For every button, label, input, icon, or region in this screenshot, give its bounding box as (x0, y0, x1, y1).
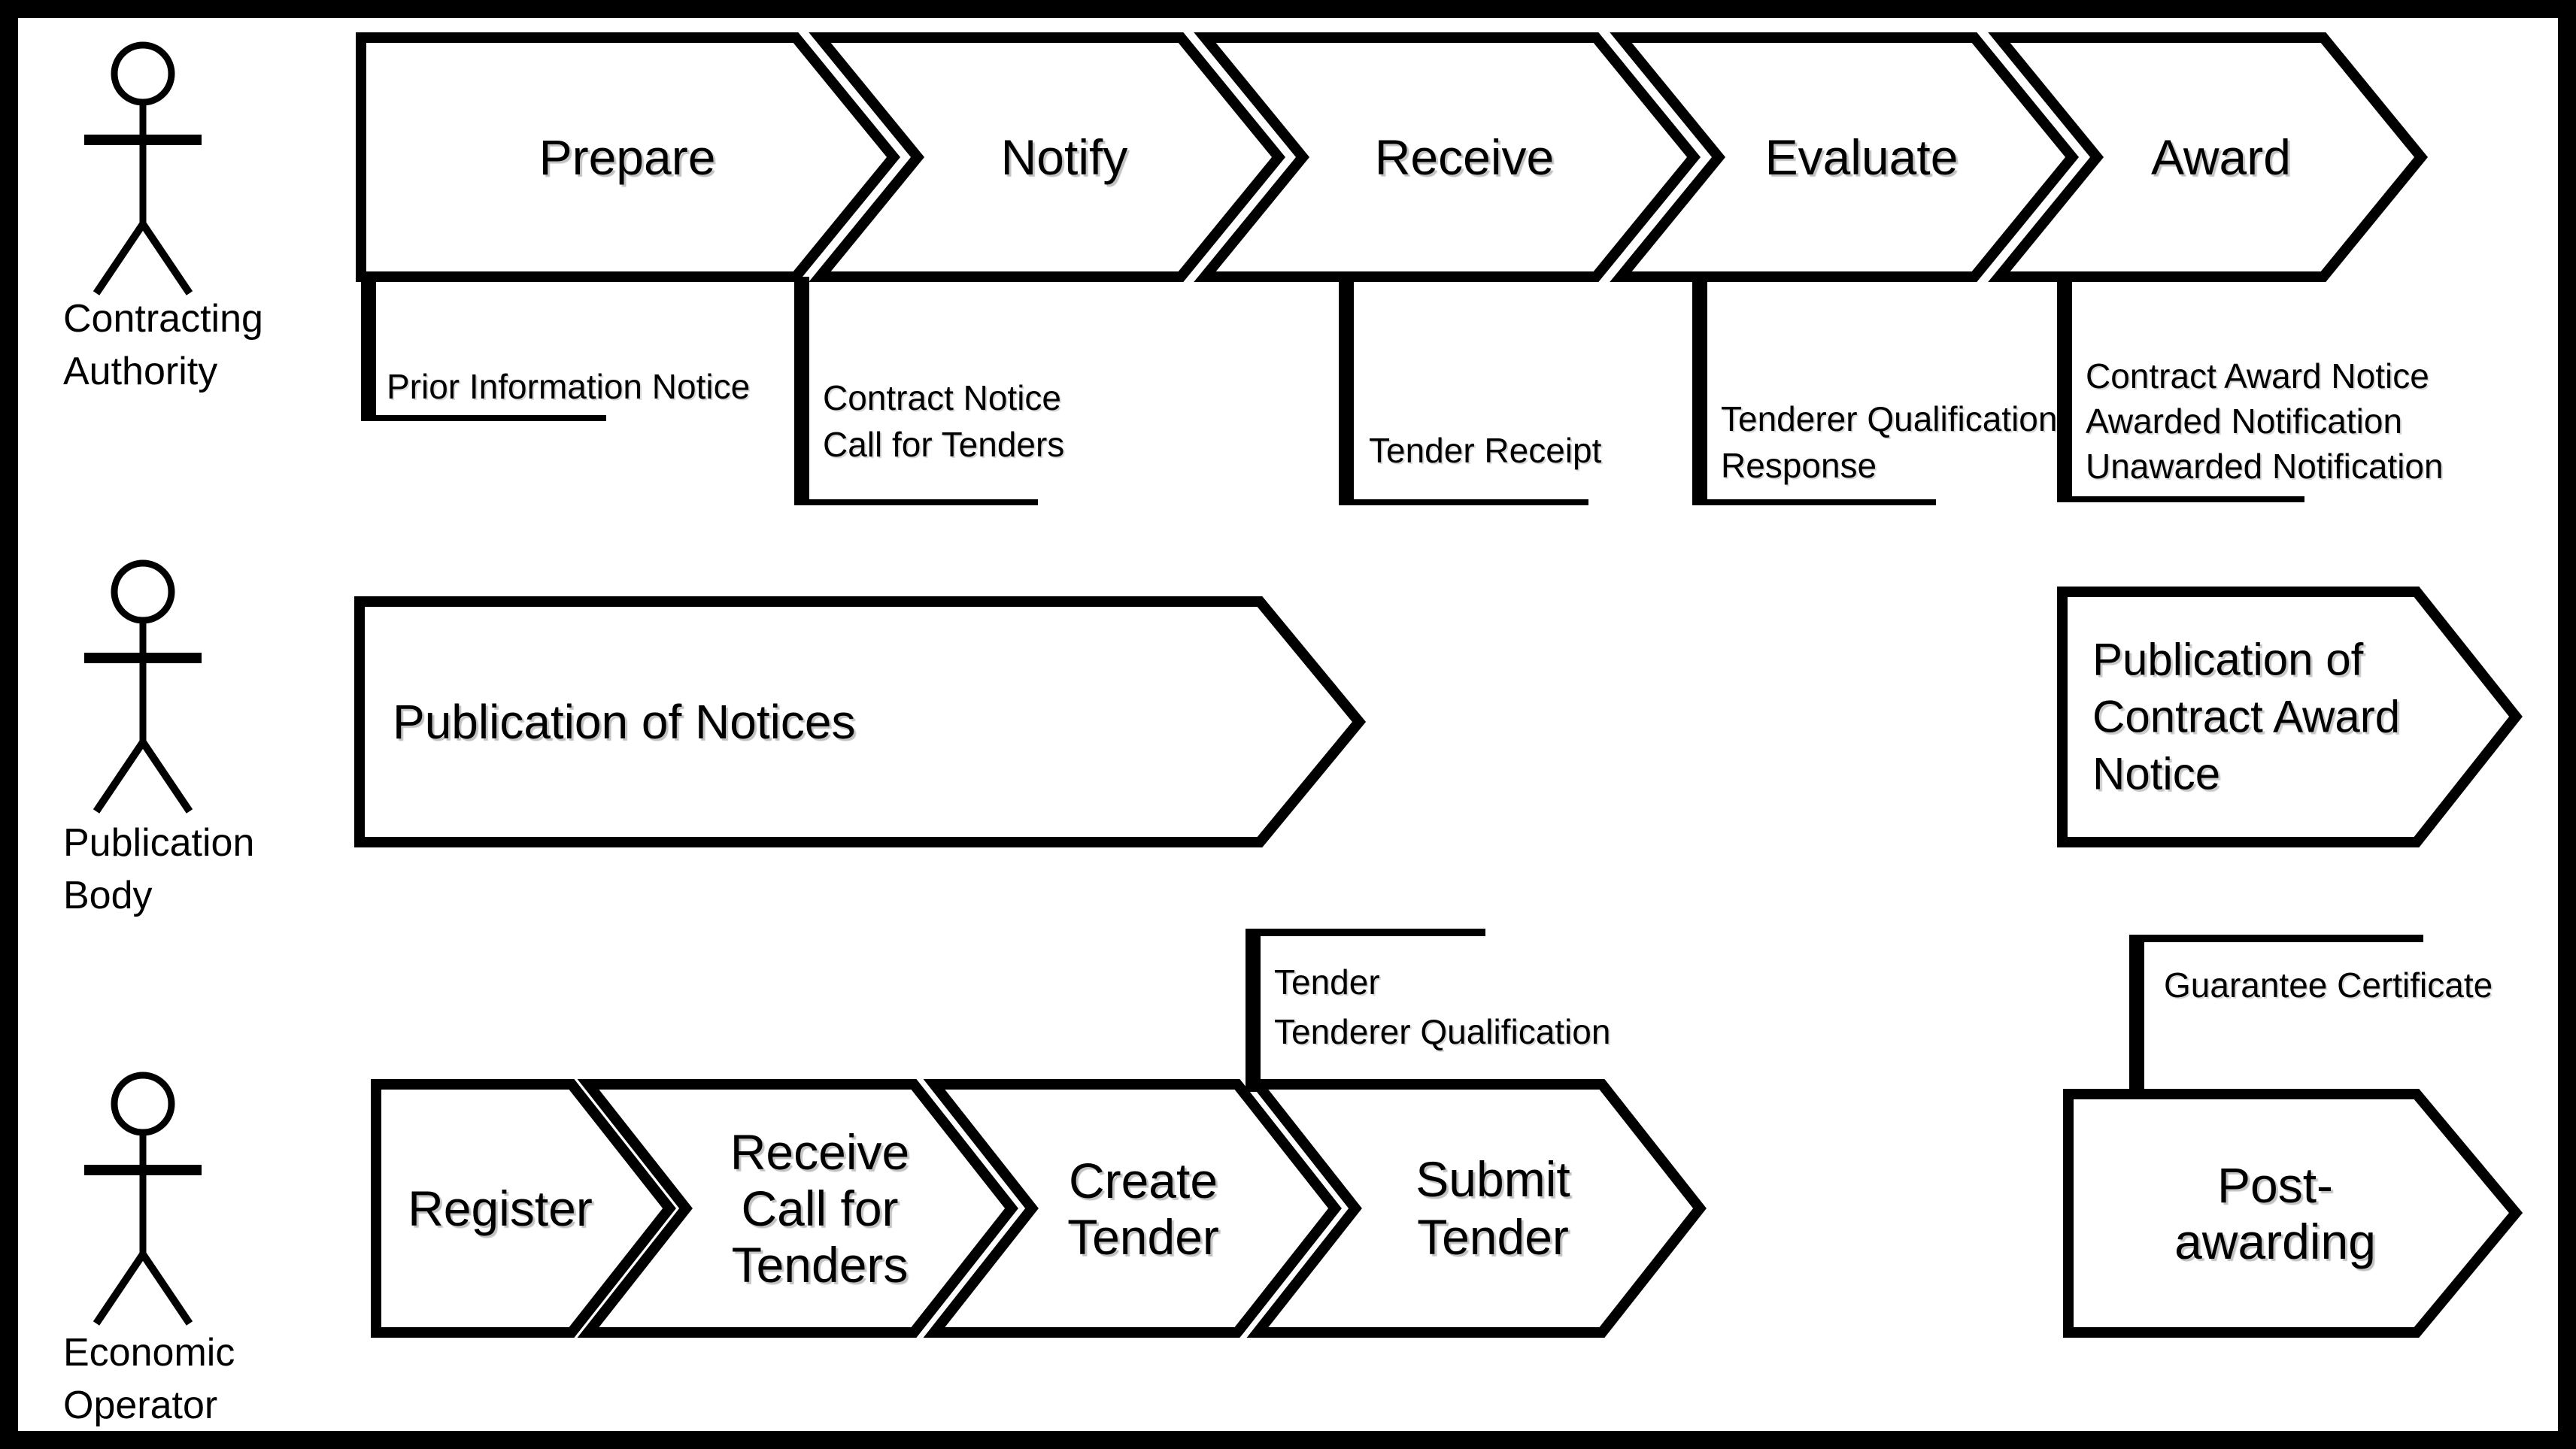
phase-label-line: Submit (1415, 1151, 1570, 1207)
phase-chevron-receive (1194, 32, 1701, 282)
phase-label: Evaluate (1765, 129, 1959, 185)
phase-chevron-post-awarding (2063, 1089, 2523, 1338)
phase-chevron-receive-call-for-tenders (577, 1079, 1018, 1338)
actor-label-line: Body (63, 874, 153, 917)
actor-label-line: Publication (63, 821, 254, 865)
document-callout-tender-tenderer-qualification: Tender Tenderer Qualification (1246, 929, 1610, 1092)
process-chevron-publication-of-contract-award-notice (2057, 587, 2523, 847)
document-callout-prior-information-notice: Prior Information Notice (361, 277, 750, 421)
document-label-line: Contract Award Notice (2086, 356, 2429, 396)
document-callout-contract-award-notice: Contract Award Notice Awarded Notificati… (2057, 277, 2444, 502)
phase-chevron-award (1988, 32, 2429, 282)
document-label-line: Prior Information Notice (387, 367, 750, 406)
phase-label-line: Tenders (732, 1237, 909, 1293)
document-label-line: Awarded Notification (2086, 402, 2402, 441)
document-label-line: Tenderer Qualification (1274, 1012, 1610, 1051)
document-label-line: Unawarded Notification (2086, 447, 2444, 486)
phase-label-line: Post- (2217, 1157, 2333, 1213)
phase-label: Receive (1375, 129, 1554, 185)
phase-label: Prepare (539, 129, 716, 185)
process-chevron-publication-of-notices (354, 596, 1367, 847)
phase-label-line: Tender (1067, 1209, 1219, 1265)
phase-label-line: Tender (1417, 1209, 1569, 1265)
process-label-line: Publication of (2092, 635, 2364, 685)
document-label-line: Guarantee Certificate (2164, 965, 2493, 1005)
phase-chevron-prepare (356, 32, 901, 282)
person-icon (84, 41, 202, 296)
person-icon (84, 559, 202, 814)
actor-label-line: Operator (63, 1384, 217, 1427)
process-label-line: Publication of Notices (393, 695, 855, 749)
document-callout-contract-notice: Contract Notice Call for Tenders (794, 277, 1064, 505)
document-callout-tenderer-qualification-response: Tenderer Qualification Response (1692, 277, 2057, 505)
lane-contracting-authority: Contracting Authority Prepare Notify Rec… (63, 32, 2444, 505)
phase-label-line: Receive (730, 1124, 909, 1180)
actor-label-line: Economic (63, 1331, 235, 1375)
phase-chevron-register (371, 1079, 676, 1338)
process-label-line: Contract Award (2092, 692, 2400, 742)
document-label-line: Tender (1274, 962, 1380, 1002)
phase-label: Award (2151, 129, 2291, 185)
phase-label: Notify (1001, 129, 1128, 185)
person-icon (84, 1072, 202, 1326)
document-callout-tender-receipt: Tender Receipt (1339, 277, 1602, 505)
phase-chevron-evaluate (1610, 32, 2080, 282)
document-callout-guarantee-certificate: Guarantee Certificate (2129, 935, 2493, 1102)
document-label-line: Tender Receipt (1369, 431, 1602, 470)
document-label-line: Response (1721, 446, 1877, 485)
lane-economic-operator: Economic Operator Tender Tenderer Qualif… (63, 929, 2523, 1427)
document-label-line: Contract Notice (823, 378, 1061, 417)
lane-publication-body: Publication Body Publication of Notices … (63, 559, 2523, 917)
document-label-line: Tenderer Qualification (1721, 399, 2057, 438)
document-label-line: Call for Tenders (823, 425, 1064, 464)
actor-label-line: Contracting (63, 297, 263, 341)
actor-label-line: Authority (63, 350, 217, 393)
phase-label-line: awarding (2174, 1214, 2376, 1269)
phase-label-line: Call for (741, 1181, 898, 1236)
phase-chevron-submit-tender (1246, 1079, 1707, 1338)
phase-label-line: Create (1069, 1153, 1218, 1208)
phase-chevron-notify (809, 32, 1286, 282)
phase-chevron-create-tender (923, 1079, 1342, 1338)
process-label-line: Notice (2092, 749, 2220, 799)
phase-label-line: Register (408, 1181, 593, 1236)
